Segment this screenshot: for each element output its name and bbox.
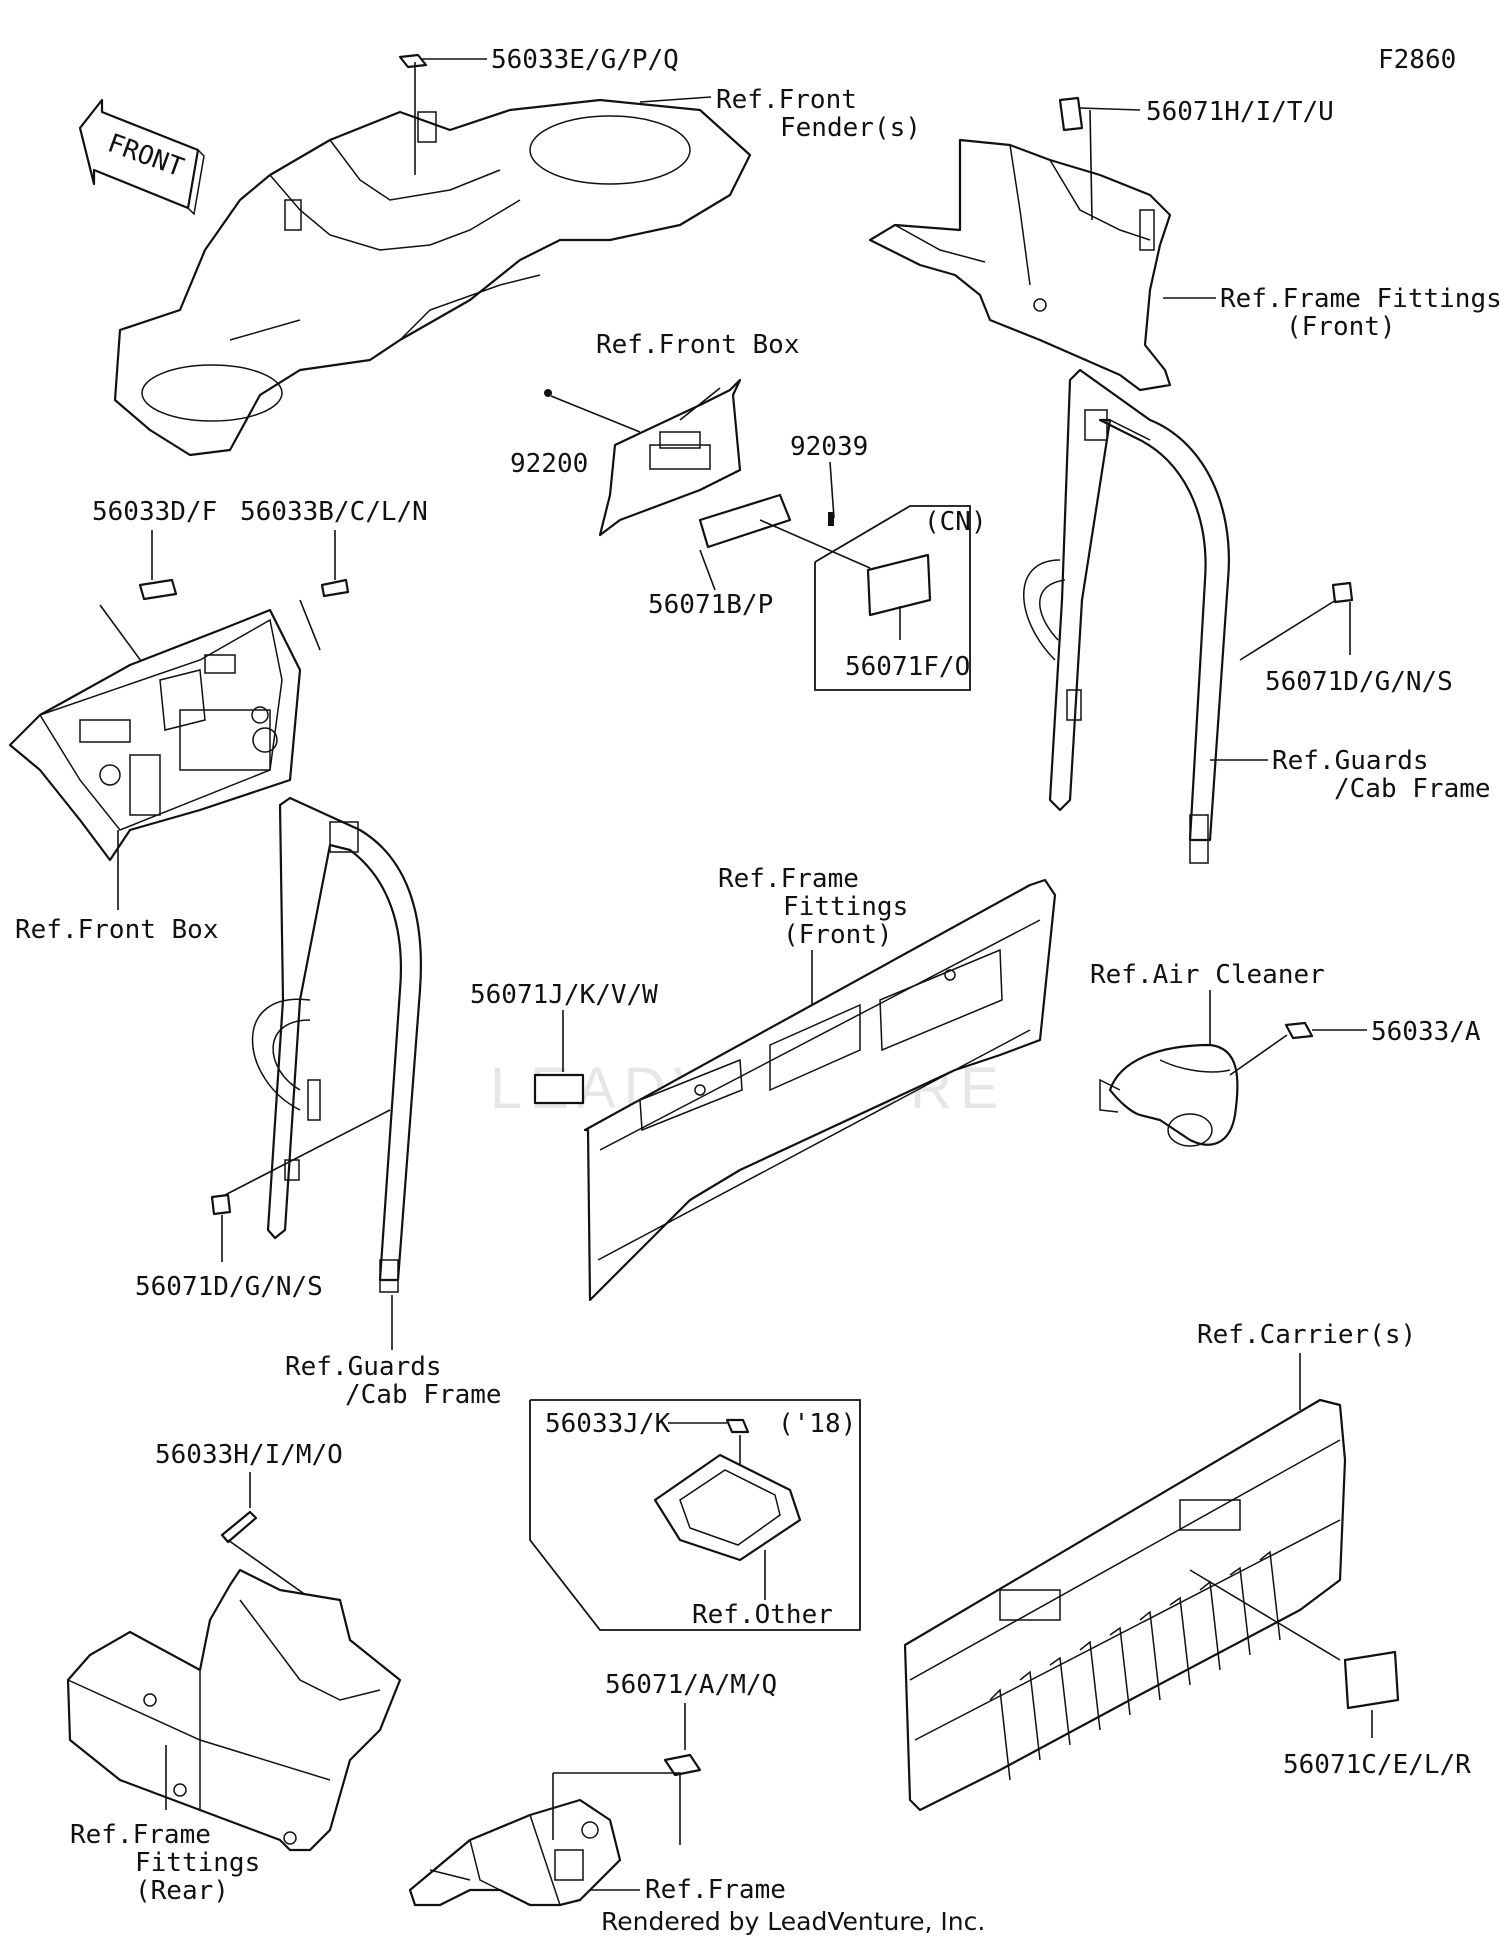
- decal-56071BP: [698, 493, 871, 591]
- label-56071CELR: 56071C/E/L/R: [1283, 1750, 1471, 1780]
- carrier: [903, 1398, 1347, 1812]
- label-ref-frame-fittings-mid-3: (Front): [783, 920, 893, 950]
- decal-56033HIMO: [220, 1510, 258, 1544]
- label-ref-air-cleaner: Ref.Air Cleaner: [1090, 960, 1325, 990]
- label-year-18: ('18): [778, 1409, 856, 1439]
- label-56071BP: 56071B/P: [648, 590, 773, 620]
- label-56071FO: 56071F/O: [845, 652, 970, 682]
- decal-56071AMQ: [663, 1753, 702, 1777]
- guard-cab-frame-left: [251, 796, 422, 1293]
- label-ref-guards-left-1: Ref.Guards: [285, 1352, 442, 1382]
- frame-fittings-front-panel: [583, 878, 1057, 1302]
- label-ref-frame-fittings-front-tr-1: Ref.Frame Fittings: [1220, 284, 1500, 314]
- decal-56071FO: [866, 553, 932, 640]
- label-56033HIMO: 56033H/I/M/O: [155, 1440, 343, 1470]
- frame-fittings-rear: [66, 1568, 402, 1852]
- figure-code: F2860: [1378, 45, 1456, 75]
- label-ref-front-fender-2: Fender(s): [780, 113, 921, 143]
- label-56033EGPQ: 56033E/G/P/Q: [491, 45, 679, 75]
- label-ref-guards-left-2: /Cab Frame: [345, 1380, 502, 1410]
- label-cn: (CN): [924, 507, 987, 537]
- guard-cab-frame-right: [1023, 368, 1230, 864]
- label-56033JK: 56033J/K: [545, 1409, 671, 1439]
- label-ref-front-fender-1: Ref.Front: [716, 85, 857, 115]
- decal-56033DF: [138, 578, 178, 601]
- bolt-92200: [544, 389, 552, 397]
- seal-ref-other: [653, 1453, 802, 1562]
- label-ref-guards-right-1: Ref.Guards: [1272, 746, 1429, 776]
- label-ref-frame-fittings-mid-2: Fittings: [783, 892, 908, 922]
- label-56071HITU: 56071H/I/T/U: [1146, 97, 1334, 127]
- decal-56071CELR: [1343, 1650, 1400, 1710]
- label-ref-frame-fittings-rear-3: (Rear): [135, 1876, 229, 1906]
- dashboard-panel: [8, 608, 302, 862]
- label-ref-other: Ref.Other: [692, 1600, 833, 1630]
- front-arrow-icon: FRONT: [78, 98, 205, 216]
- decal-56071JKVW: [533, 1073, 585, 1105]
- decal-56071DGNS-left: [210, 1193, 232, 1216]
- label-56033A: 56033/A: [1371, 1017, 1481, 1047]
- decal-56033BCLN: [320, 578, 350, 598]
- air-cleaner: [1099, 1043, 1239, 1147]
- label-ref-front-box-top: Ref.Front Box: [596, 330, 800, 360]
- label-ref-carriers: Ref.Carrier(s): [1197, 1320, 1416, 1350]
- label-56033BCLN: 56033B/C/L/N: [240, 497, 428, 527]
- label-ref-frame-fittings-rear-1: Ref.Frame: [70, 1820, 211, 1850]
- label-ref-frame-fittings-rear-2: Fittings: [135, 1848, 260, 1878]
- label-56033DF: 56033D/F: [92, 497, 217, 527]
- label-ref-frame-fittings-front-tr-2: (Front): [1286, 312, 1396, 342]
- label-56071JKVW: 56071J/K/V/W: [470, 980, 658, 1010]
- frame-fittings-front-topright: [868, 138, 1172, 392]
- decal-56071DGNS-right: [1331, 581, 1354, 604]
- decal-56071HITU: [1058, 96, 1141, 221]
- label-ref-frame: Ref.Frame: [645, 1875, 786, 1905]
- footer-credit: Rendered by LeadVenture, Inc.: [601, 1907, 985, 1936]
- year18-box: [529, 1399, 861, 1631]
- screw-92039: [828, 512, 834, 526]
- label-ref-frame-fittings-mid-1: Ref.Frame: [718, 864, 859, 894]
- cn-box: [814, 505, 971, 691]
- decal-56033JK: [725, 1418, 750, 1434]
- frame: [408, 1798, 622, 1907]
- label-56071DGNS-left: 56071D/G/N/S: [135, 1272, 323, 1302]
- label-ref-front-box-left: Ref.Front Box: [15, 915, 219, 945]
- decal-56033EGPQ: [398, 53, 487, 175]
- label-92200: 92200: [510, 449, 588, 479]
- label-56071DGNS-right: 56071D/G/N/S: [1265, 667, 1453, 697]
- decal-56033A: [1284, 1021, 1314, 1040]
- label-92039: 92039: [790, 432, 868, 462]
- front-fender-assembly: [113, 98, 752, 457]
- front-box-lid: [598, 378, 742, 537]
- label-56071AMQ: 56071/A/M/Q: [605, 1670, 777, 1700]
- label-ref-guards-right-2: /Cab Frame: [1334, 774, 1491, 804]
